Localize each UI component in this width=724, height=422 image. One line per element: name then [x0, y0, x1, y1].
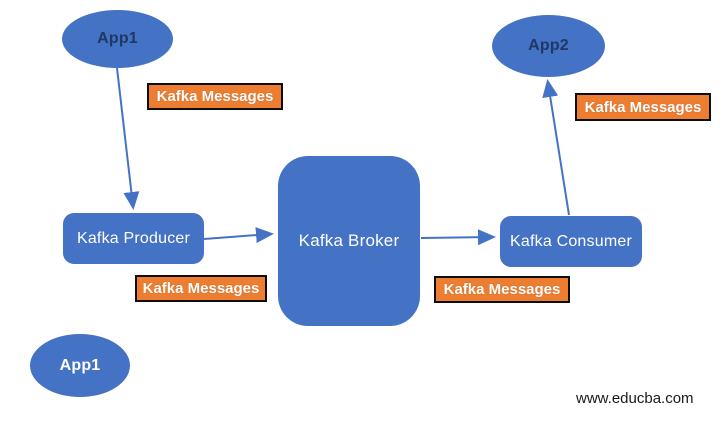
arrow-broker-to-consumer [420, 229, 496, 246]
kafka-messages-label-top-left: Kafka Messages [147, 83, 283, 110]
node-kafka-consumer-label: Kafka Consumer [510, 232, 632, 250]
node-kafka-broker-label: Kafka Broker [298, 231, 400, 250]
node-app1-top: App1 [62, 10, 173, 68]
arrow-producer-to-broker [203, 227, 274, 244]
node-app2-label: App2 [528, 37, 569, 54]
arrow-app1-to-producer [116, 67, 140, 210]
kafka-messages-label-below-broker: Kafka Messages [434, 276, 570, 303]
kafka-messages-text: Kafka Messages [142, 280, 260, 297]
node-app1-top-label: App1 [97, 30, 138, 47]
node-kafka-producer-label: Kafka Producer [76, 229, 191, 247]
kafka-messages-text: Kafka Messages [584, 98, 702, 116]
arrow-consumer-to-app2 [542, 79, 570, 216]
node-kafka-producer: Kafka Producer [63, 213, 204, 264]
kafka-messages-label-below-producer: Kafka Messages [135, 275, 267, 302]
node-app1-bottom: App1 [30, 334, 130, 397]
kafka-messages-text: Kafka Messages [443, 281, 561, 298]
node-kafka-consumer: Kafka Consumer [500, 216, 642, 267]
node-app2: App2 [492, 15, 605, 77]
node-kafka-broker: Kafka Broker [278, 156, 420, 326]
educba-watermark: www.educba.com [576, 390, 694, 407]
kafka-messages-text: Kafka Messages [156, 88, 274, 105]
node-app1-bottom-label: App1 [59, 356, 101, 374]
kafka-messages-label-top-right: Kafka Messages [575, 93, 711, 121]
